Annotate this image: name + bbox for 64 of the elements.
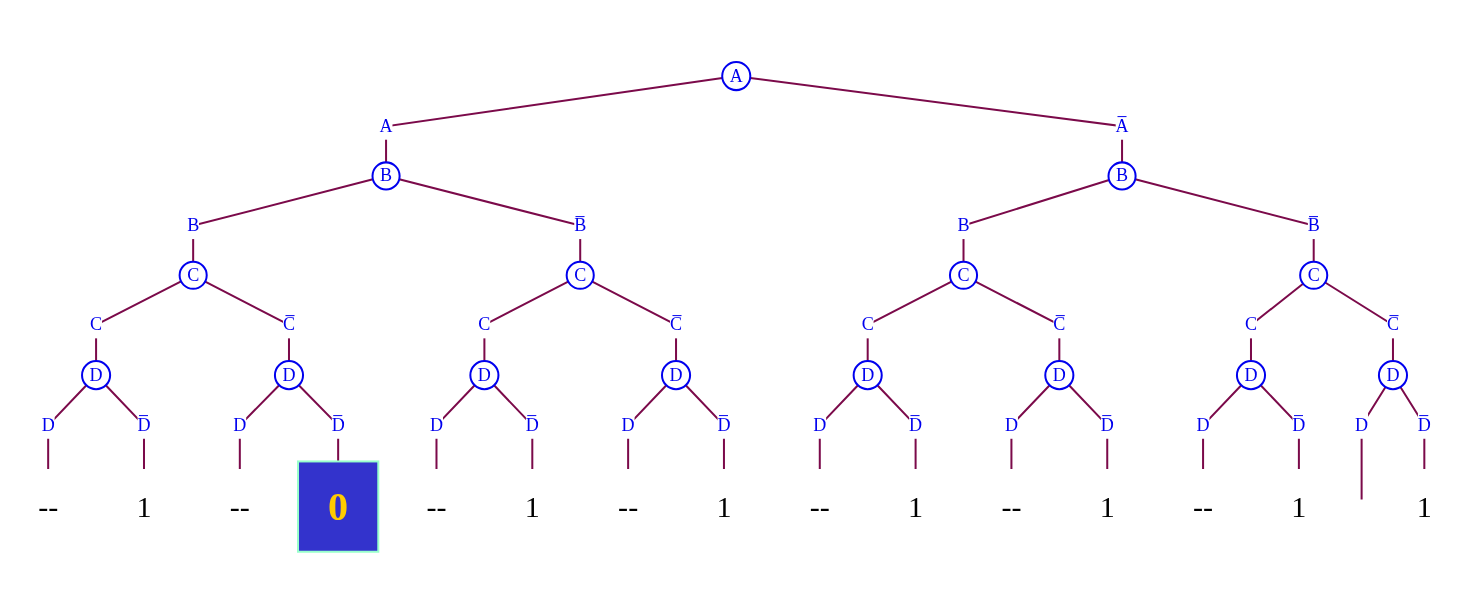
node-circle: D — [852, 359, 883, 390]
node-circle: D — [469, 359, 500, 390]
node-text: -- — [618, 489, 639, 523]
node-text: 1 — [716, 489, 732, 523]
edge-label: D̅ — [525, 414, 539, 435]
node-circle: C — [1299, 260, 1329, 290]
edge-label: D — [233, 414, 247, 435]
edge-label: D̅ — [137, 414, 151, 435]
edge-label: B — [957, 214, 970, 235]
edge-label: D — [429, 414, 444, 435]
edge-label: C — [478, 314, 491, 335]
connector — [750, 76, 1124, 162]
connector — [962, 178, 1110, 262]
node-text: -- — [1193, 489, 1214, 523]
node-circle: A — [721, 60, 752, 91]
connector — [385, 76, 723, 162]
node-circle: D — [1235, 359, 1267, 390]
node-circle: D — [81, 359, 112, 390]
node-text: 1 — [908, 489, 924, 523]
connector — [192, 177, 374, 262]
node-circle: C — [178, 260, 208, 290]
edge-label: D̅ — [1292, 414, 1306, 435]
node-text: -- — [38, 489, 59, 523]
edge-label: D — [1355, 414, 1369, 435]
edge-label: D — [1004, 414, 1018, 435]
node-text: 1 — [1291, 489, 1307, 523]
node-circle: C — [948, 260, 979, 290]
edge-label: C̅ — [1386, 314, 1399, 335]
edge-label: B̅ — [574, 214, 587, 235]
edge-label: C — [1244, 314, 1258, 335]
edge-label: D̅ — [717, 414, 731, 435]
edge-label: D̅ — [1100, 414, 1114, 435]
node-text: -- — [426, 489, 447, 523]
edge-label: D̅ — [909, 414, 923, 435]
edge-label: A̅ — [1115, 115, 1129, 136]
edge-label: C̅ — [670, 314, 683, 335]
node-circle: D — [1044, 359, 1075, 390]
edge-label: C̅ — [1053, 314, 1066, 335]
edge-label: A — [379, 115, 393, 136]
node-text: -- — [1001, 489, 1022, 523]
edge-label: B — [187, 214, 200, 235]
node-box: 0 — [297, 460, 380, 553]
edge-label: B̅ — [1307, 214, 1320, 235]
edge-label: D — [41, 414, 55, 435]
edge-label: D — [621, 414, 635, 435]
node-text: 1 — [1099, 489, 1115, 523]
edge-label: C̅ — [282, 314, 296, 335]
node-text: 1 — [1416, 489, 1432, 523]
node-circle: D — [273, 359, 305, 390]
edge-label: D̅ — [1417, 414, 1431, 435]
node-circle: B — [1107, 160, 1137, 191]
edge-label: D̅ — [331, 414, 345, 435]
node-text: 1 — [136, 489, 152, 523]
node-text: -- — [229, 489, 250, 523]
node-circle: B — [371, 160, 401, 191]
node-text: -- — [809, 489, 830, 523]
edge-label: C — [90, 314, 103, 335]
edge-label: C — [861, 314, 874, 335]
edge-label: D — [1196, 414, 1210, 435]
node-circle: C — [565, 260, 595, 290]
edge-label: D — [813, 414, 827, 435]
node-circle: D — [661, 359, 692, 390]
node-text: 1 — [524, 489, 540, 523]
node-circle: D — [1377, 359, 1409, 390]
